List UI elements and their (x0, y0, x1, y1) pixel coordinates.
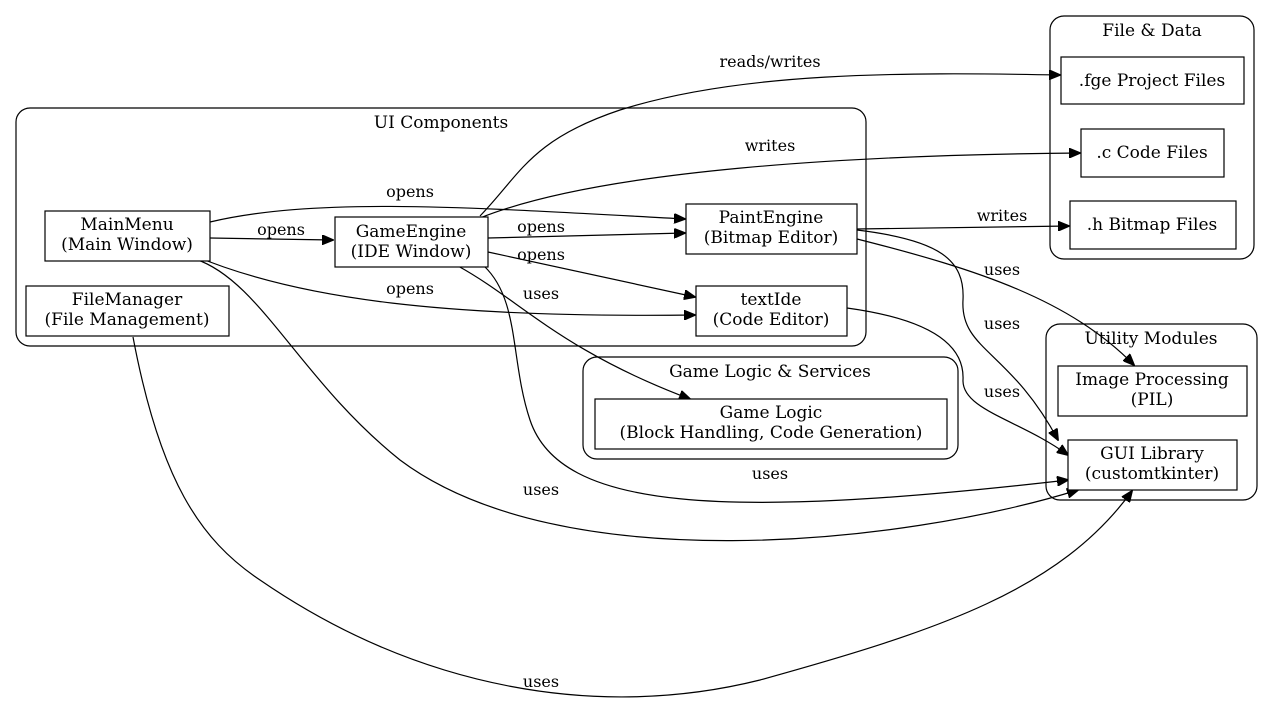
edge-label: writes (977, 206, 1028, 225)
edge-label: reads/writes (719, 52, 820, 71)
edge-textide-guilib: uses (846, 307, 1068, 455)
node-title: PaintEngine (719, 208, 824, 228)
node-subtitle: (PIL) (1131, 390, 1174, 410)
cluster-utility-modules: Utility Modules (1045, 323, 1258, 501)
edge-filemanager-guilib: uses (132, 336, 1132, 698)
node-fge-project-files[interactable]: .fge Project Files (1060, 56, 1245, 105)
node-title: Game Logic (720, 403, 823, 423)
edge-gameengine-cfiles: writes (479, 136, 1080, 219)
node-subtitle: (IDE Window) (351, 242, 472, 262)
edge-mainmenu-gameengine: opens (209, 220, 333, 240)
node-h-bitmap-files[interactable]: .h Bitmap Files (1069, 200, 1237, 250)
node-title: .fge Project Files (1079, 71, 1225, 91)
node-subtitle: (Bitmap Editor) (704, 228, 839, 248)
node-title: FileManager (72, 290, 183, 310)
edge-mainmenu-textide: opens (194, 255, 695, 315)
node-gui-library[interactable]: GUI Library (customtkinter) (1067, 439, 1238, 491)
edge-label: opens (517, 217, 565, 236)
edge-label: opens (386, 279, 434, 298)
edge-gameengine-guilib: uses (483, 265, 1068, 503)
cluster-util-label: Utility Modules (1084, 329, 1217, 349)
node-image-processing[interactable]: Image Processing (PIL) (1057, 365, 1248, 417)
cluster-file-data: File & Data (1049, 15, 1255, 260)
node-paintengine[interactable]: PaintEngine (Bitmap Editor) (685, 203, 858, 255)
edge-gameengine-fge: reads/writes (479, 52, 1060, 217)
node-subtitle: (Block Handling, Code Generation) (620, 423, 923, 443)
edge-label: writes (745, 136, 796, 155)
edge-gameengine-textide: opens (487, 245, 695, 297)
cluster-game-logic: Game Logic & Services (582, 356, 959, 460)
node-game-logic[interactable]: Game Logic (Block Handling, Code Generat… (594, 398, 948, 450)
edge-paintengine-hfiles: writes (856, 206, 1069, 229)
edge-label: uses (752, 464, 788, 483)
node-title: Image Processing (1075, 370, 1229, 390)
cluster-ui-components: UI Components (15, 107, 867, 347)
node-title: .c Code Files (1096, 143, 1207, 163)
node-title: textIde (741, 290, 802, 310)
node-textide[interactable]: textIde (Code Editor) (695, 285, 848, 337)
edge-label: uses (984, 382, 1020, 401)
edge-mainmenu-guilib: uses (194, 258, 1078, 542)
edge-label: opens (386, 182, 434, 201)
node-title: MainMenu (80, 215, 173, 235)
node-title: GameEngine (356, 222, 467, 242)
edge-gameengine-paintengine: opens (487, 217, 685, 239)
node-filemanager[interactable]: FileManager (File Management) (25, 285, 230, 337)
edge-paintengine-imageproc: uses (856, 238, 1134, 365)
edge-label: uses (523, 284, 559, 303)
node-subtitle: (Code Editor) (713, 310, 830, 330)
cluster-logic-label: Game Logic & Services (669, 362, 871, 382)
edge-paintengine-guilib: uses (856, 229, 1058, 440)
edge-label: uses (523, 480, 559, 499)
edge-label: opens (257, 220, 305, 239)
cluster-files-label: File & Data (1102, 21, 1201, 41)
node-subtitle: (customtkinter) (1085, 464, 1219, 484)
node-subtitle: (File Management) (45, 310, 210, 330)
node-title: .h Bitmap Files (1087, 215, 1218, 235)
node-subtitle: (Main Window) (61, 235, 193, 255)
edge-label: uses (984, 314, 1020, 333)
node-mainmenu[interactable]: MainMenu (Main Window) (44, 210, 211, 262)
edge-gameengine-gamelogic: uses (457, 265, 690, 399)
node-c-code-files[interactable]: .c Code Files (1080, 128, 1225, 178)
node-title: GUI Library (1100, 444, 1204, 464)
edge-label: uses (984, 260, 1020, 279)
edge-label: uses (523, 672, 559, 691)
node-gameengine[interactable]: GameEngine (IDE Window) (334, 216, 489, 268)
cluster-ui-label: UI Components (374, 113, 508, 133)
edge-mainmenu-paintengine: opens (209, 182, 685, 222)
edge-label: opens (517, 245, 565, 264)
